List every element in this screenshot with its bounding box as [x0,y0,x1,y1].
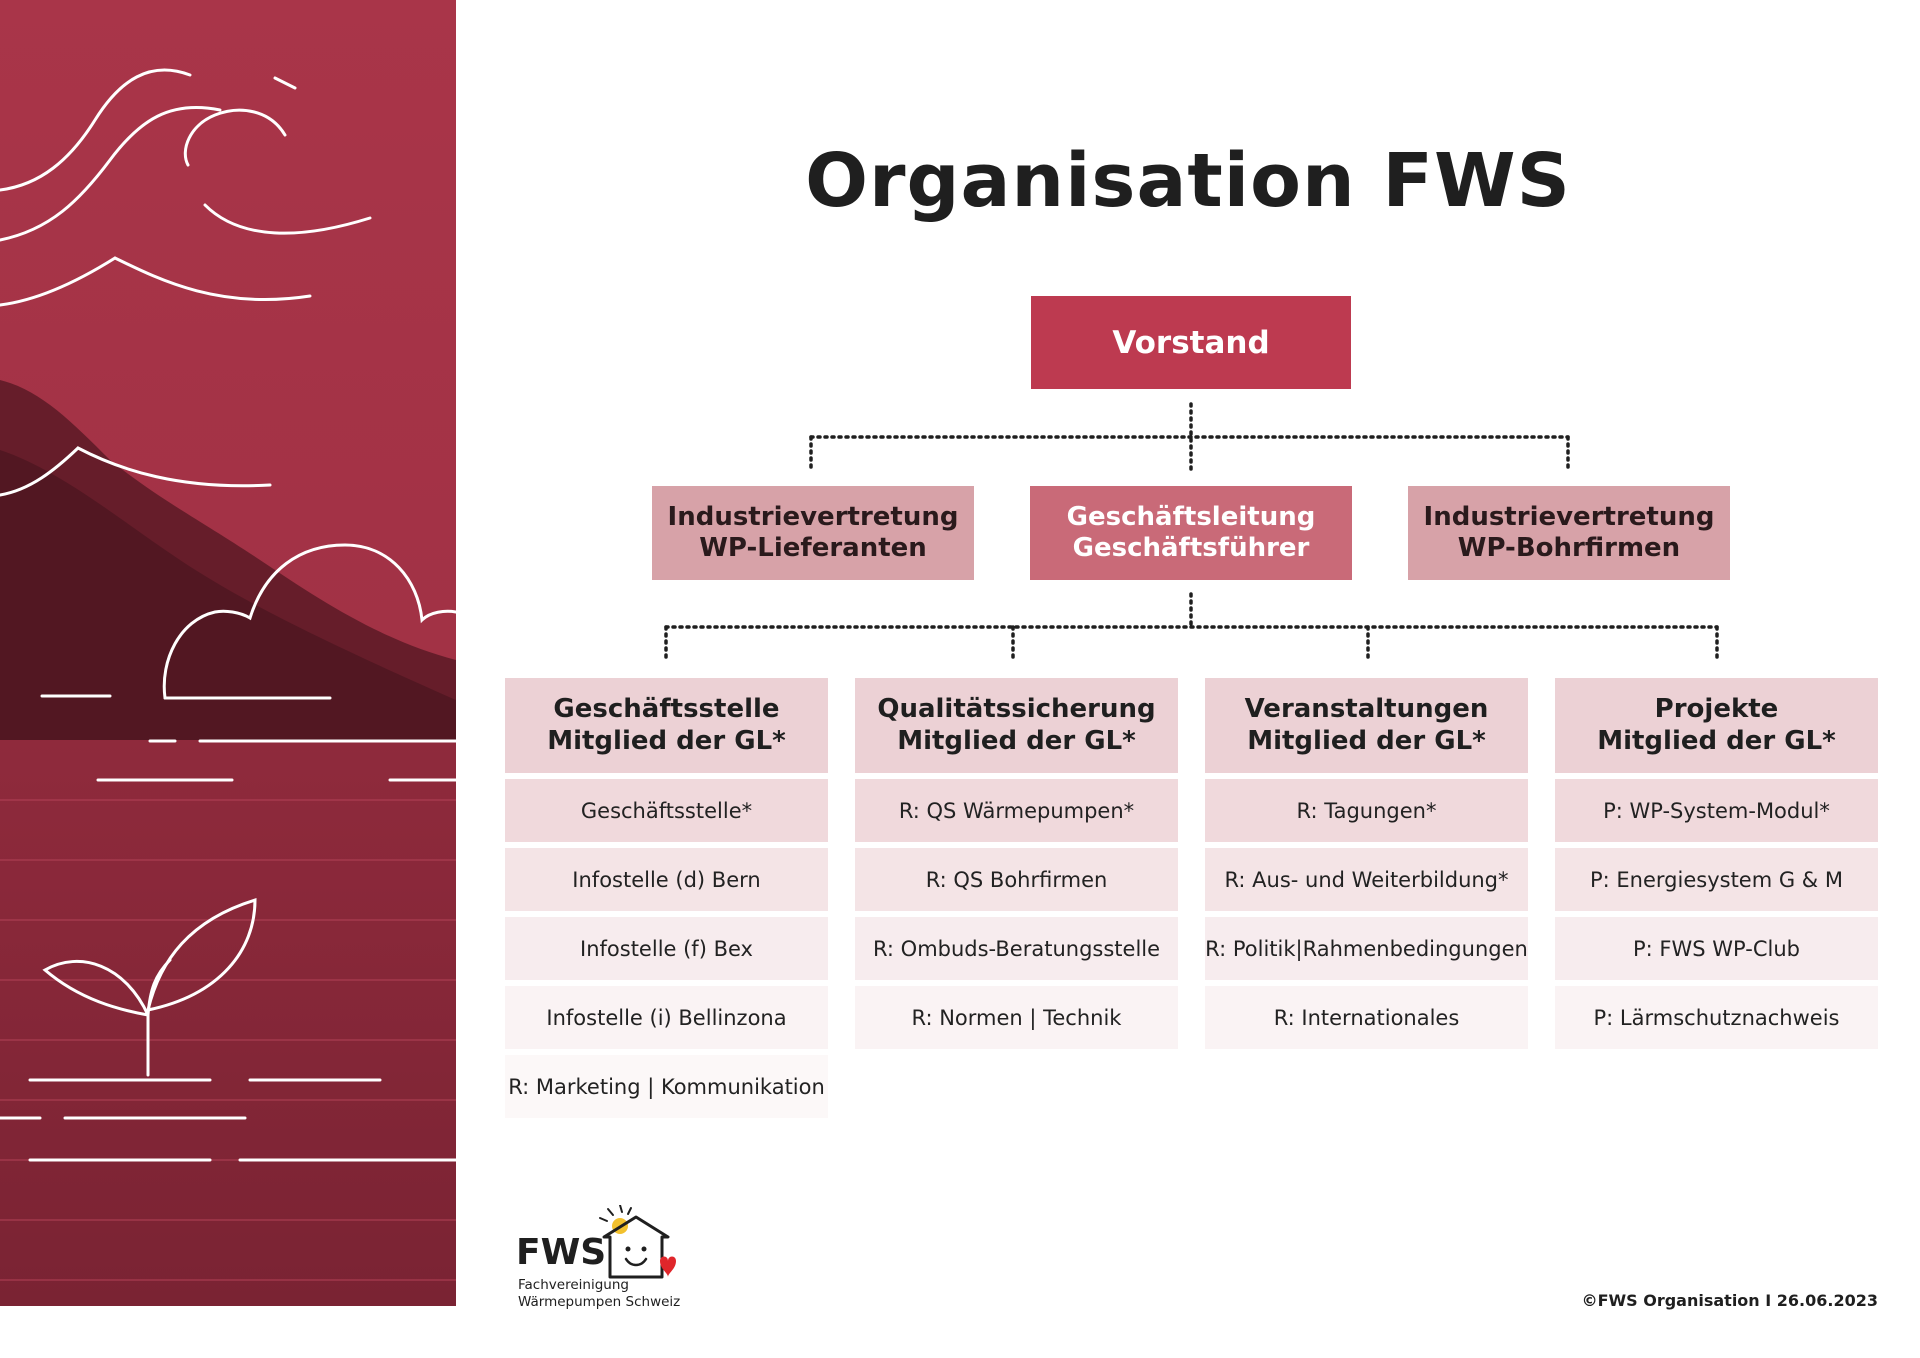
list-item: Infostelle (i) Bellinzona [505,986,828,1049]
department-title: Geschäftsstelle [553,694,780,725]
list-item: R: Ombuds-Beratungsstelle [855,917,1178,980]
house-sun-heart-logo-icon [599,1205,676,1279]
box-line2: WP-Bohrfirmen [1457,533,1681,563]
department-qualitaetssicherung: Qualitätssicherung Mitglied der GL* R: Q… [855,678,1178,1049]
vorstand-label: Vorstand [1112,324,1270,361]
department-title: Projekte [1654,694,1779,725]
industry-drilling-box: Industrievertretung WP-Bohrfirmen [1408,486,1730,580]
logo-wordmark: FWS [516,1232,607,1273]
logo-subtitle-1: Fachvereinigung [518,1277,629,1293]
box-line2: WP-Lieferanten [699,533,927,563]
list-item: P: FWS WP-Club [1555,917,1878,980]
department-subtitle: Mitglied der GL* [897,725,1136,756]
department-header: Veranstaltungen Mitglied der GL* [1205,678,1528,773]
department-title: Qualitätssicherung [877,694,1156,725]
list-item: R: Normen | Technik [855,986,1178,1049]
department-veranstaltungen: Veranstaltungen Mitglied der GL* R: Tagu… [1205,678,1528,1049]
list-item: R: QS Wärmepumpen* [855,779,1178,842]
department-header: Projekte Mitglied der GL* [1555,678,1878,773]
department-subtitle: Mitglied der GL* [1247,725,1486,756]
list-item: Infostelle (f) Bex [505,917,828,980]
department-geschaeftsstelle: Geschäftsstelle Mitglied der GL* Geschäf… [505,678,828,1118]
vorstand-box: Vorstand [1031,296,1351,389]
page-title: Organisation FWS [805,138,1571,224]
management-box: Geschäftsleitung Geschäftsführer [1030,486,1352,580]
list-item: Infostelle (d) Bern [505,848,828,911]
list-item: R: Internationales [1205,986,1528,1049]
list-item: Geschäftsstelle* [505,779,828,842]
list-item: R: Tagungen* [1205,779,1528,842]
decorative-side-panel [0,0,456,1306]
department-subtitle: Mitglied der GL* [547,725,786,756]
department-subtitle: Mitglied der GL* [1597,725,1836,756]
list-item: R: QS Bohrfirmen [855,848,1178,911]
department-header: Qualitätssicherung Mitglied der GL* [855,678,1178,773]
footer-copyright: ©FWS Organisation I 26.06.2023 [1581,1291,1878,1310]
box-line2: Geschäftsführer [1072,533,1310,563]
list-item: R: Aus- und Weiterbildung* [1205,848,1528,911]
list-item: P: Energiesystem G & M [1555,848,1878,911]
list-item: R: Marketing | Kommunikation [505,1055,828,1118]
list-item: R: Politik|Rahmenbedingungen [1205,917,1528,980]
list-item: P: WP-System-Modul* [1555,779,1878,842]
box-line1: Industrievertretung [667,501,959,532]
department-header: Geschäftsstelle Mitglied der GL* [505,678,828,773]
box-line1: Industrievertretung [1423,501,1715,532]
box-line1: Geschäftsleitung [1066,501,1316,532]
department-title: Veranstaltungen [1244,694,1489,725]
department-projekte: Projekte Mitglied der GL* P: WP-System-M… [1555,678,1878,1049]
industry-suppliers-box: Industrievertretung WP-Lieferanten [652,486,974,580]
logo-subtitle-2: Wärmepumpen Schweiz [518,1294,681,1310]
list-item: P: Lärmschutznachweis [1555,986,1878,1049]
